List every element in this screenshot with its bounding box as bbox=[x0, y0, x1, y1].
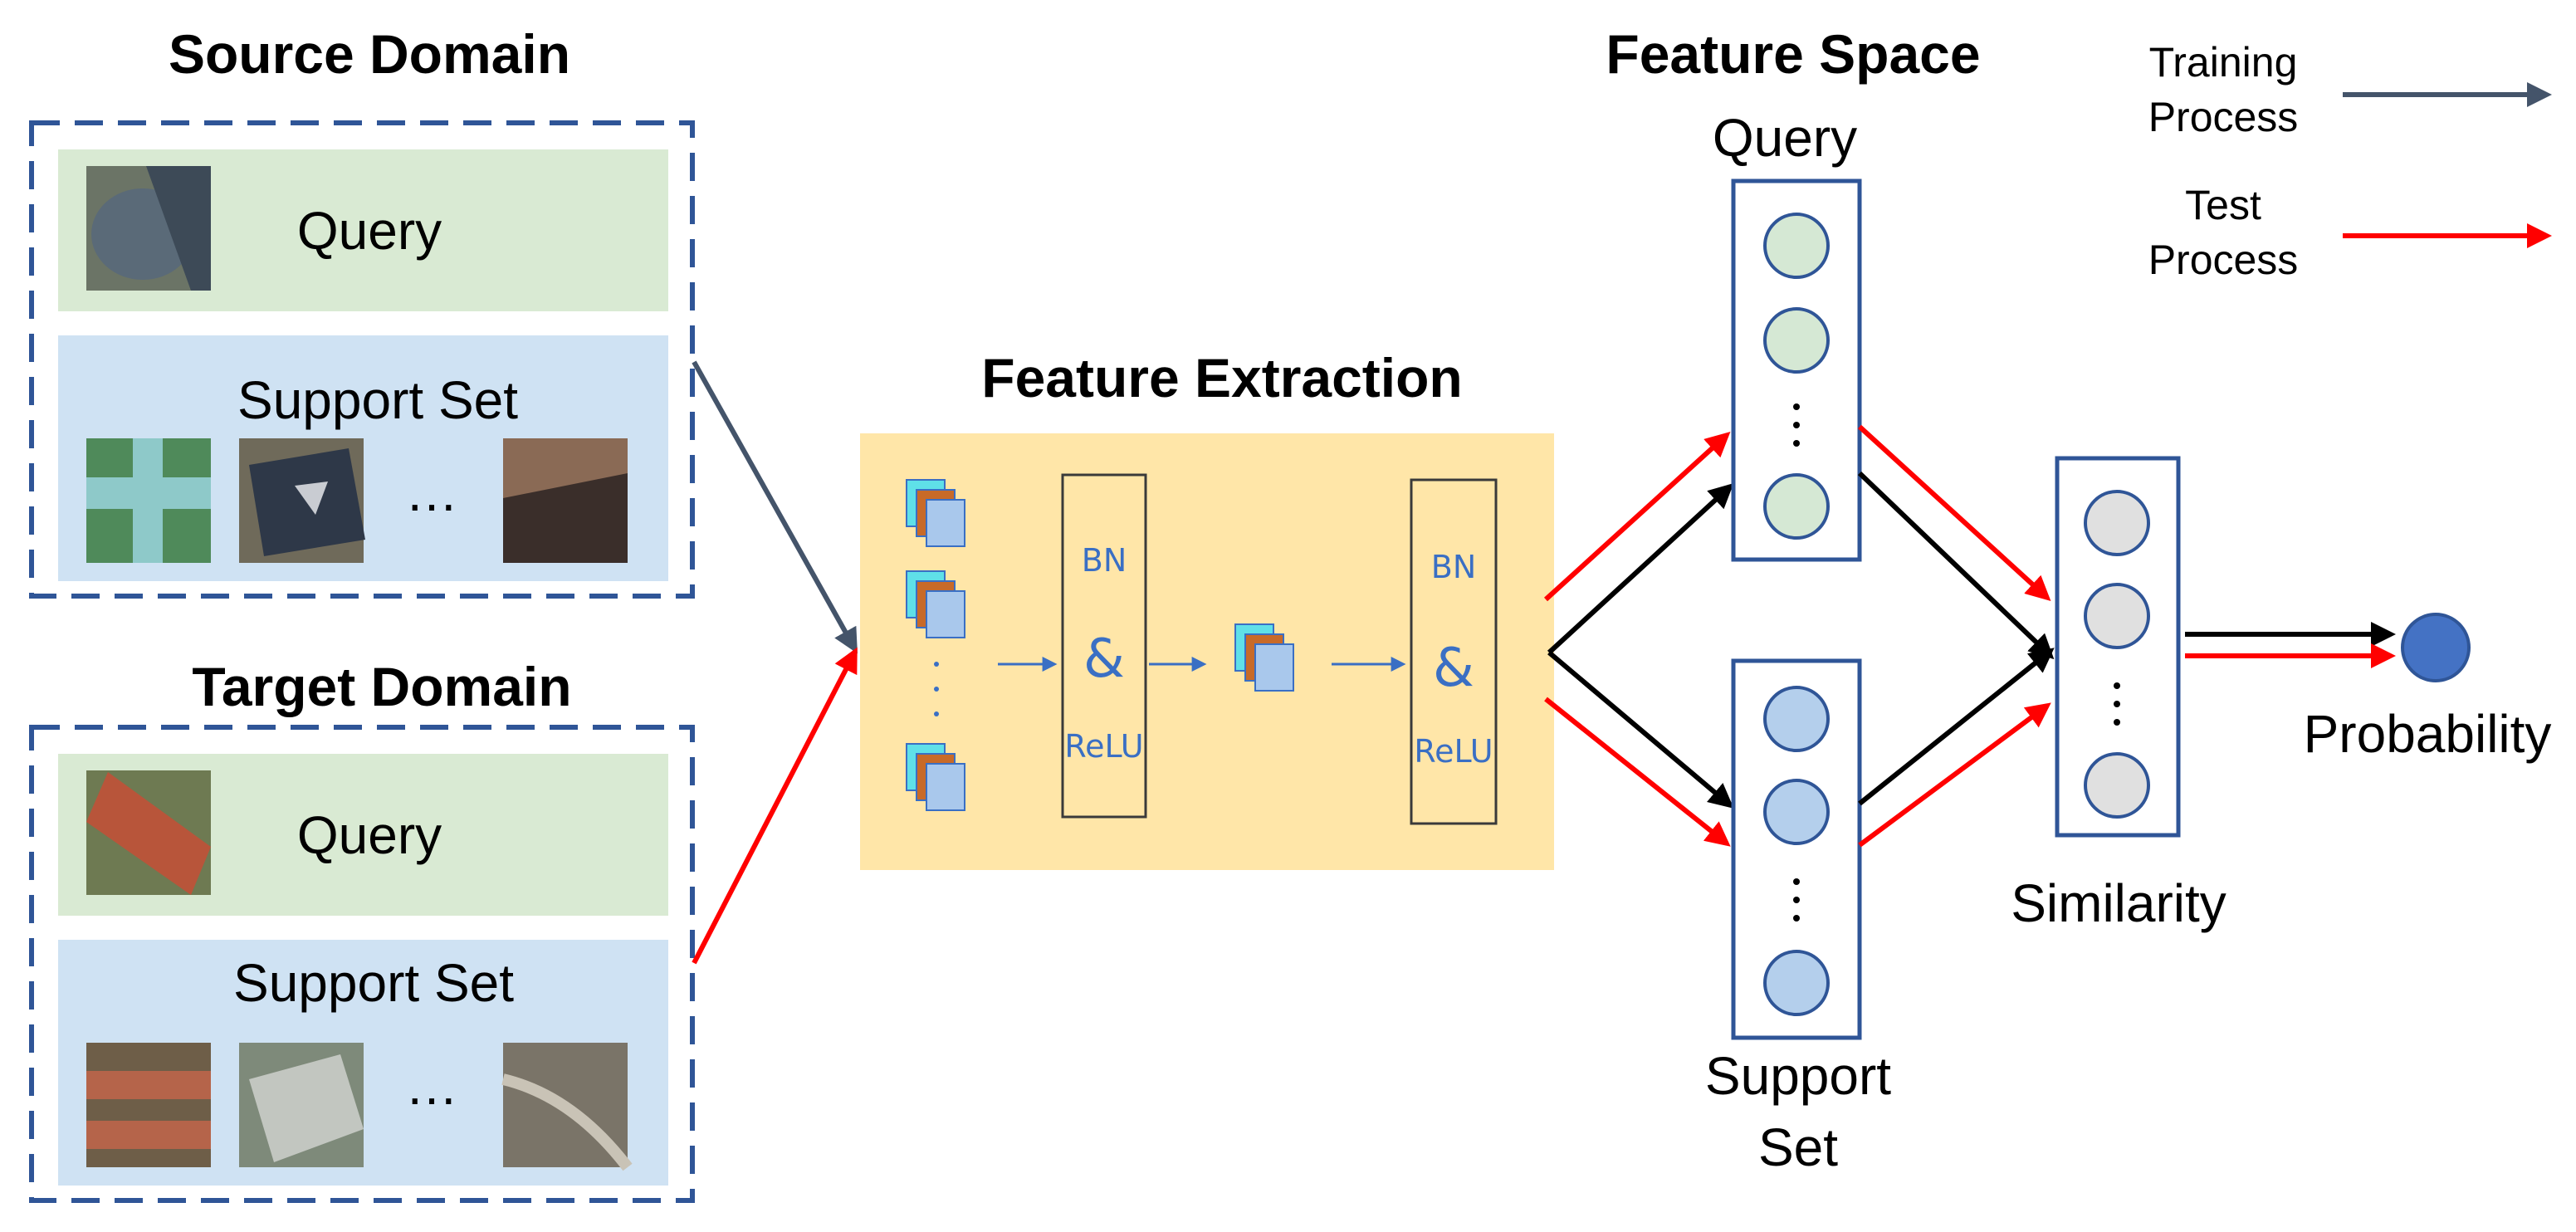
bn-relu-block-2 bbox=[1410, 478, 1498, 825]
target-support-image-2 bbox=[239, 1043, 364, 1167]
source-domain-title: Source Domain bbox=[169, 23, 570, 85]
legend-test-label-line1: Test bbox=[2185, 182, 2261, 228]
test-arrow-to-query bbox=[1543, 431, 1731, 602]
support-node-1 bbox=[1763, 686, 1830, 752]
legend-training-label-line1: Training bbox=[2149, 39, 2298, 86]
relu-label-1: ReLU bbox=[1064, 728, 1143, 765]
target-test-arrow bbox=[692, 647, 858, 965]
support-node-2 bbox=[1763, 779, 1830, 845]
query-node-1 bbox=[1763, 213, 1830, 279]
target-support-ellipsis: … bbox=[405, 1056, 458, 1116]
bn-relu-block-1 bbox=[1061, 473, 1147, 819]
amp-label-1: & bbox=[1083, 628, 1125, 690]
query-node-3 bbox=[1763, 473, 1830, 540]
flow-arrow-query-to-similarity bbox=[1857, 471, 2055, 660]
feature-map-stack-2 bbox=[906, 570, 965, 638]
flow-arrow-to-query bbox=[1547, 482, 1734, 655]
relu-label-2: ReLU bbox=[1414, 733, 1493, 770]
feature-map-stack-3 bbox=[906, 743, 965, 811]
feature-map-stack-4 bbox=[1234, 623, 1294, 692]
similarity-vdots bbox=[2114, 682, 2120, 726]
source-support-image-1 bbox=[86, 438, 211, 563]
flow-arrow-to-support bbox=[1547, 650, 1734, 809]
bn-label-1: BN bbox=[1082, 542, 1127, 579]
similarity-node-1 bbox=[2084, 490, 2150, 556]
support-vdots bbox=[1793, 878, 1800, 922]
feature-space-title: Feature Space bbox=[1606, 23, 1980, 85]
bn-label-2: BN bbox=[1431, 549, 1477, 585]
feature-extraction-panel bbox=[860, 433, 1554, 870]
target-support-image-3 bbox=[501, 1043, 633, 1171]
source-support-image-3 bbox=[503, 438, 628, 563]
similarity-label: Similarity bbox=[2011, 873, 2227, 933]
target-support-label: Support Set bbox=[233, 953, 514, 1013]
support-node-3 bbox=[1763, 950, 1830, 1016]
test-arrow-support-to-similarity bbox=[1858, 702, 2051, 848]
probability-label: Probability bbox=[2304, 704, 2552, 764]
feature-extraction-title: Feature Extraction bbox=[981, 347, 1463, 408]
source-training-arrow bbox=[692, 360, 858, 654]
feature-space-query-label: Query bbox=[1713, 108, 1857, 168]
target-query-label: Query bbox=[297, 805, 442, 865]
source-support-ellipsis: … bbox=[405, 462, 458, 522]
similarity-node-2 bbox=[2084, 583, 2150, 649]
target-query-image bbox=[86, 770, 211, 895]
source-support-label: Support Set bbox=[237, 370, 518, 430]
source-query-image bbox=[86, 166, 211, 291]
test-arrow-query-to-similarity bbox=[1857, 424, 2051, 602]
source-support-image-2 bbox=[239, 438, 365, 563]
test-arrow-to-support bbox=[1544, 697, 1731, 847]
source-domain-frame bbox=[29, 120, 695, 599]
amp-label-2: & bbox=[1433, 638, 1474, 699]
target-domain-title: Target Domain bbox=[192, 656, 571, 717]
target-domain-frame bbox=[29, 725, 695, 1203]
flow-arrow-support-to-similarity bbox=[1858, 648, 2055, 806]
legend-test-label-line2: Process bbox=[2148, 237, 2299, 283]
probability-node bbox=[2401, 613, 2471, 682]
feature-map-stack-1 bbox=[906, 479, 965, 547]
source-query-label: Query bbox=[297, 201, 442, 261]
feature-map-vdots bbox=[934, 662, 939, 716]
target-support-image-1 bbox=[86, 1043, 211, 1167]
legend-training-label-line2: Process bbox=[2148, 94, 2299, 140]
similarity-node-3 bbox=[2084, 752, 2150, 819]
feature-space-support-label-line1: Support bbox=[1705, 1046, 1891, 1106]
query-node-2 bbox=[1763, 307, 1830, 374]
feature-space-support-label-line2: Set bbox=[1758, 1117, 1838, 1177]
query-vdots bbox=[1793, 403, 1800, 447]
